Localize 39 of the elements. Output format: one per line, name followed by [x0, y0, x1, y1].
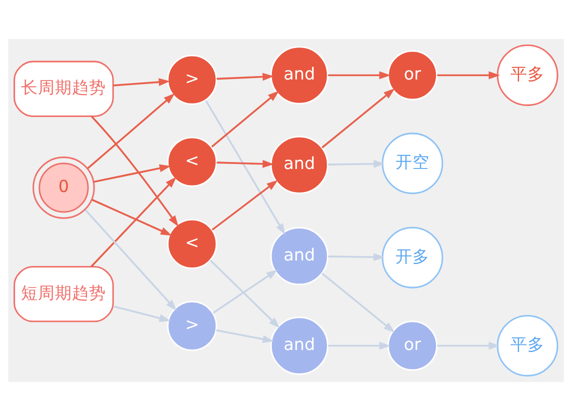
arrow: [216, 159, 274, 168]
node-circle: 开多: [382, 226, 444, 288]
node-circle: 开空: [382, 132, 444, 194]
arrow: [211, 90, 280, 147]
node-box: 长周期趋势: [14, 60, 114, 117]
arrow: [90, 176, 176, 267]
node-circle: <: [167, 218, 218, 268]
node-circle: and: [270, 226, 328, 285]
arrow: [113, 304, 171, 322]
node-circle: 平多: [496, 314, 558, 376]
arrow: [113, 78, 170, 86]
node-circle: >: [167, 54, 218, 104]
node-circle: <: [167, 136, 218, 186]
node-circle: 0: [32, 156, 95, 218]
arrow: [322, 272, 395, 332]
arrow: [322, 88, 395, 148]
arrow: [437, 70, 500, 79]
arrow: [212, 179, 278, 230]
arrow: [90, 115, 178, 226]
arrow: [84, 208, 177, 310]
arrow: [93, 164, 171, 182]
node-circle: and: [270, 135, 328, 194]
node-circle: or: [387, 320, 438, 370]
arrow: [210, 259, 280, 328]
arrow: [212, 269, 278, 314]
arrow: [87, 92, 175, 169]
arrow: [328, 159, 385, 168]
arrow: [205, 100, 286, 234]
arrow: [216, 328, 274, 342]
arrow: [216, 72, 274, 80]
arrow: [328, 70, 391, 79]
arrow: [91, 198, 172, 236]
arrow: [328, 341, 391, 350]
node-box: 短周期趋势: [14, 265, 114, 322]
node-circle: and: [270, 46, 328, 104]
node-circle: or: [387, 50, 438, 100]
arrow: [437, 341, 500, 350]
arrow: [328, 252, 385, 261]
node-circle: 平多: [496, 44, 558, 106]
